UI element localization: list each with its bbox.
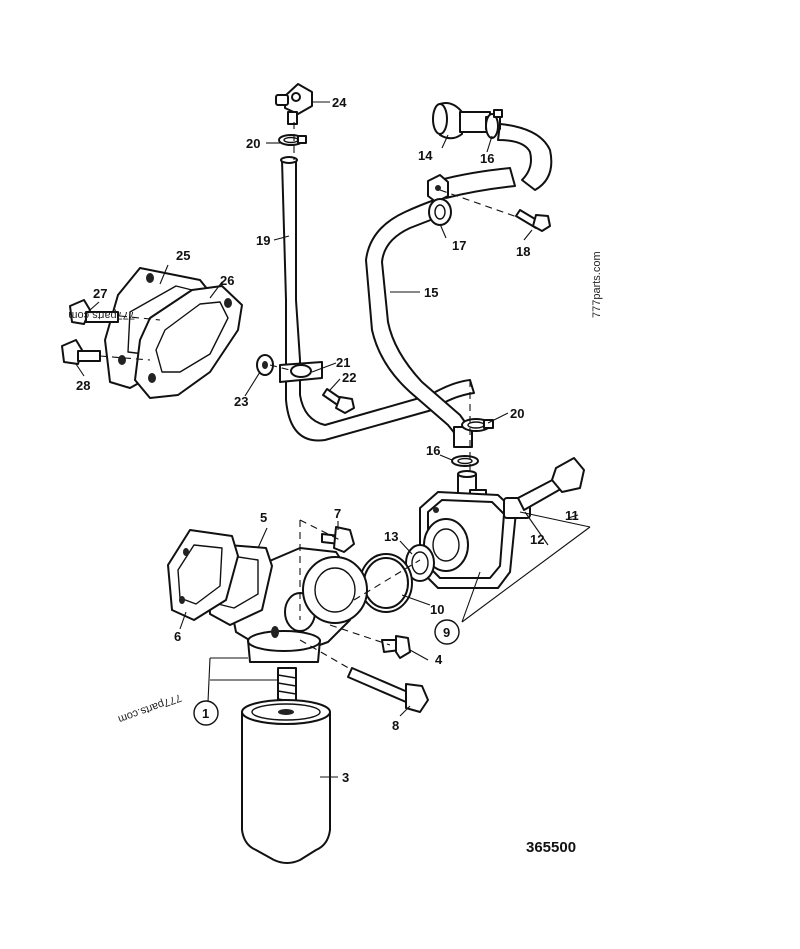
clamp-20-lower <box>461 418 494 432</box>
dashed-assembly-lines <box>99 122 521 671</box>
callout-17: 17 <box>452 238 466 253</box>
callout-16-lower: 16 <box>426 443 440 458</box>
callout-3: 3 <box>342 770 349 785</box>
callout-22: 22 <box>342 370 356 385</box>
callout-24: 24 <box>332 95 347 110</box>
plate-6 <box>167 529 239 621</box>
gasket-26 <box>134 285 243 399</box>
callout-13: 13 <box>384 529 398 544</box>
banjo-fitting-24 <box>275 83 313 125</box>
reference-number: 365500 <box>526 839 576 856</box>
callout-4: 4 <box>435 652 443 667</box>
watermark-bottom: 777parts.com <box>116 691 183 725</box>
callout-1-circle <box>193 700 219 726</box>
callout-18: 18 <box>516 244 530 259</box>
callout-6: 6 <box>174 629 181 644</box>
bracket-tab <box>427 174 449 203</box>
callout-25: 25 <box>176 248 190 263</box>
callout-labels: 24 20 19 25 26 27 28 23 21 22 15 14 16 1… <box>76 95 579 856</box>
filter-cartridge-3 <box>241 667 331 864</box>
clamp-17 <box>428 198 452 226</box>
clamp-16-upper <box>485 109 503 139</box>
callout-19: 19 <box>256 233 270 248</box>
plug-4 <box>381 635 411 659</box>
oil-cooler <box>419 491 517 589</box>
hose-15 <box>365 123 553 448</box>
bolt-11 <box>517 457 585 511</box>
watermark-left: 777parts.com <box>68 309 135 321</box>
callout-12: 12 <box>530 532 544 547</box>
clamp-20-upper <box>278 134 307 146</box>
callout-15: 15 <box>424 285 438 300</box>
callout-7: 7 <box>334 506 341 521</box>
callout-1: 1 <box>202 706 209 721</box>
spacer-23 <box>256 354 274 376</box>
callout-28: 28 <box>76 378 90 393</box>
union-14 <box>432 102 501 140</box>
callout-5: 5 <box>260 510 267 525</box>
bolt-28 <box>61 339 101 365</box>
leader-lines <box>75 101 591 778</box>
bolt-8 <box>347 667 429 713</box>
oring-10 <box>359 553 413 613</box>
callout-8: 8 <box>392 718 399 733</box>
watermark-right: 777parts.com <box>591 251 603 318</box>
callout-20-lower: 20 <box>510 406 524 421</box>
bolt-18 <box>515 209 551 232</box>
callout-11: 11 <box>565 508 579 523</box>
callout-14: 14 <box>418 148 433 163</box>
callout-26: 26 <box>220 273 234 288</box>
callout-23: 23 <box>234 394 248 409</box>
callout-9: 9 <box>443 625 450 640</box>
callout-9-circle <box>434 619 460 645</box>
bolt-22 <box>322 388 355 414</box>
callout-20-upper: 20 <box>246 136 260 151</box>
callout-27: 27 <box>93 286 107 301</box>
clamp-16-lower <box>451 455 479 467</box>
callout-10: 10 <box>430 602 444 617</box>
bolt-27 <box>69 299 119 325</box>
bolt-7 <box>321 526 355 553</box>
clip-21 <box>279 361 323 383</box>
callout-16-upper: 16 <box>480 151 494 166</box>
callout-21: 21 <box>336 355 350 370</box>
